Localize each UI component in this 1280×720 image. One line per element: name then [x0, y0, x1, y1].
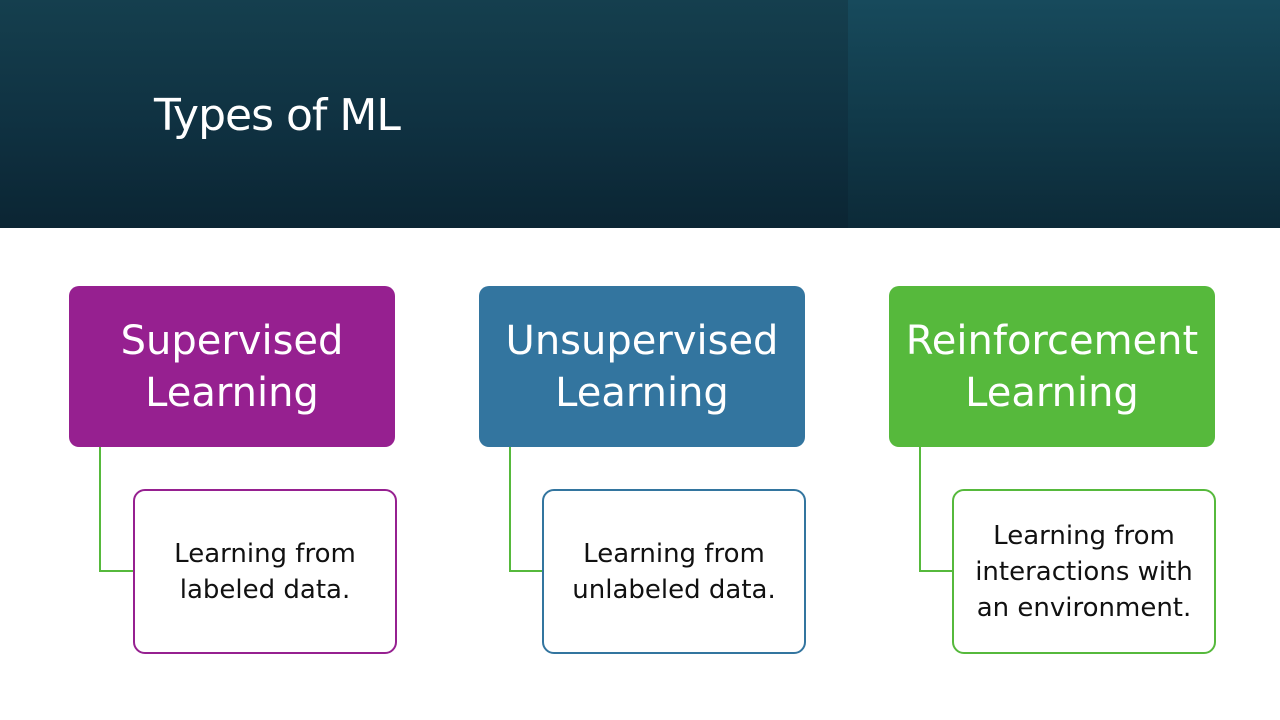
- connector-unsupervised: [509, 447, 544, 572]
- heading-reinforcement-line1: Reinforcement: [905, 317, 1199, 364]
- heading-box-supervised: Supervised Learning: [69, 286, 395, 447]
- description-reinforcement: Learning from interactions with an envir…: [975, 520, 1193, 623]
- connector-supervised: [99, 447, 134, 572]
- slide-title: Types of ML: [154, 90, 401, 141]
- description-box-supervised: Learning from labeled data.: [133, 489, 397, 654]
- heading-box-unsupervised: Unsupervised Learning: [479, 286, 805, 447]
- title-banner: Types of ML: [0, 0, 1280, 228]
- heading-unsupervised-line2: Learning: [555, 369, 729, 416]
- connector-reinforcement: [919, 447, 954, 572]
- heading-supervised-line1: Supervised: [120, 317, 344, 364]
- heading-unsupervised-line1: Unsupervised: [505, 317, 779, 364]
- title-banner-panel: [848, 0, 1280, 228]
- description-box-unsupervised: Learning from unlabeled data.: [542, 489, 806, 654]
- description-supervised: Learning from labeled data.: [174, 538, 356, 605]
- heading-box-reinforcement: Reinforcement Learning: [889, 286, 1215, 447]
- heading-supervised-line2: Learning: [145, 369, 319, 416]
- heading-reinforcement-line2: Learning: [965, 369, 1139, 416]
- description-box-reinforcement: Learning from interactions with an envir…: [952, 489, 1216, 654]
- description-unsupervised: Learning from unlabeled data.: [572, 538, 776, 605]
